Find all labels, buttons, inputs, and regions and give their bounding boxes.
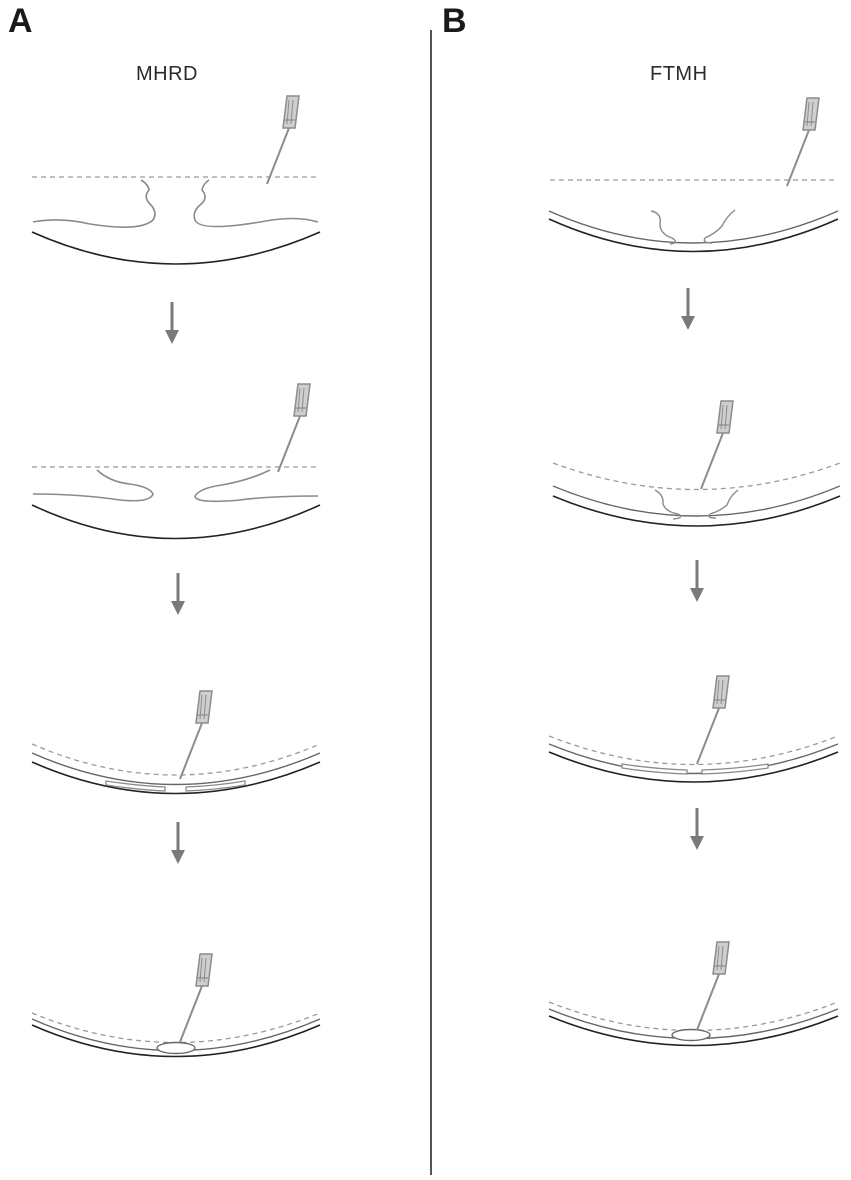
- needle-icon: [277, 383, 311, 473]
- needle-icon: [266, 95, 300, 185]
- panel-b-stage-3: [548, 675, 839, 783]
- panel-a-title: MHRD: [136, 63, 198, 85]
- eye-wall: [31, 761, 321, 795]
- hole-edge-right: [703, 209, 736, 244]
- eye-wall: [548, 1015, 839, 1047]
- needle-icon: [179, 953, 213, 1043]
- panel-a-stage-2: [31, 383, 321, 540]
- retina-left: [32, 469, 154, 502]
- panel-a-stage-4: [31, 953, 321, 1058]
- panel-a-stage-3: [31, 690, 321, 795]
- vitreous-level-dashed-line: [552, 462, 841, 491]
- panel-divider: [430, 30, 432, 1175]
- macular-hole-plug: [671, 1028, 711, 1042]
- panel-b-stage-2: [552, 400, 841, 527]
- hole-edge-left: [654, 489, 682, 520]
- needle-icon: [786, 97, 820, 187]
- panel-b-letter: B: [442, 2, 467, 40]
- retina-flap-right: [185, 780, 246, 792]
- retina-outer: [552, 485, 841, 517]
- retina-right: [194, 469, 319, 503]
- panel-b-title: FTMH: [650, 63, 708, 85]
- retina-outer: [548, 210, 839, 244]
- hole-edge-right: [708, 489, 739, 519]
- panel-a-letter: A: [8, 2, 33, 40]
- needle-icon: [179, 690, 213, 780]
- eye-wall: [31, 231, 321, 265]
- down-arrow-icon: [688, 806, 706, 852]
- eye-wall: [548, 751, 839, 783]
- retina-flap-left: [105, 780, 166, 792]
- macular-hole-plug: [156, 1041, 196, 1055]
- down-arrow-icon: [163, 300, 181, 346]
- panel-a-stage-1: [31, 95, 321, 265]
- needle-icon: [700, 400, 734, 490]
- needle-icon: [696, 675, 730, 765]
- vitreous-level-dashed-line: [31, 1012, 321, 1044]
- down-arrow-icon: [679, 286, 697, 332]
- vitreous-level-dashed-line: [548, 735, 839, 766]
- retina-right: [193, 179, 319, 228]
- panel-b-stage-1: [548, 97, 839, 253]
- down-arrow-icon: [688, 558, 706, 604]
- down-arrow-icon: [169, 820, 187, 866]
- panel-b-stage-4: [548, 941, 839, 1047]
- vitreous-level-dashed-line: [548, 1001, 839, 1032]
- retina-flap-right: [701, 763, 769, 775]
- eye-wall: [548, 218, 839, 253]
- retina-outer: [548, 743, 839, 775]
- vitreous-level-dashed-line: [31, 743, 321, 776]
- eye-wall: [31, 504, 321, 540]
- eye-wall: [31, 1024, 321, 1058]
- down-arrow-icon: [169, 571, 187, 617]
- needle-icon: [696, 941, 730, 1031]
- retina-outer: [31, 752, 321, 786]
- retina-flap-left: [621, 763, 688, 775]
- retina-left: [32, 179, 156, 228]
- eye-wall: [552, 495, 841, 527]
- hole-edge-left: [650, 210, 677, 245]
